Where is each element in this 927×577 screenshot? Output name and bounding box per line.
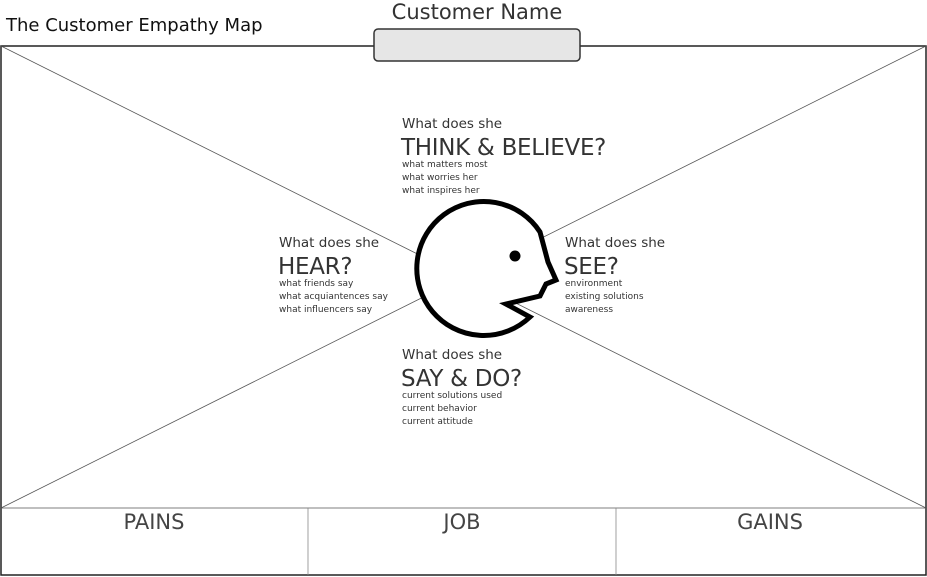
say-item: current behavior: [402, 404, 477, 414]
gains-label: GAINS: [737, 510, 803, 534]
think-item: what inspires her: [402, 186, 480, 196]
hear-heading: HEAR?: [278, 254, 353, 280]
think-heading: THINK & BELIEVE?: [401, 135, 607, 161]
map-title: The Customer Empathy Map: [6, 15, 263, 36]
see-item: environment: [565, 279, 623, 289]
see-item: existing solutions: [565, 292, 644, 302]
hear-prompt: What does she: [279, 235, 380, 251]
see-item: awareness: [565, 305, 614, 315]
hear-item: what friends say: [279, 279, 354, 289]
pains-label: PAINS: [123, 510, 185, 534]
see-heading: SEE?: [564, 254, 619, 280]
say-heading: SAY & DO?: [401, 366, 522, 392]
hear-item: what influencers say: [279, 305, 373, 315]
hear-item: what acquiantences say: [279, 292, 388, 302]
say-prompt: What does she: [402, 347, 503, 363]
job-label: JOB: [443, 510, 481, 534]
think-item: what worries her: [402, 173, 478, 183]
customer-name-label: Customer Name: [391, 0, 563, 24]
see-prompt: What does she: [565, 235, 666, 251]
customer-name-field[interactable]: [373, 28, 581, 62]
say-item: current attitude: [402, 417, 473, 427]
head-icon: [414, 198, 560, 338]
think-prompt: What does she: [402, 116, 503, 132]
eye-icon: [509, 250, 521, 262]
say-item: current solutions used: [402, 391, 503, 401]
think-item: what matters most: [402, 160, 488, 170]
